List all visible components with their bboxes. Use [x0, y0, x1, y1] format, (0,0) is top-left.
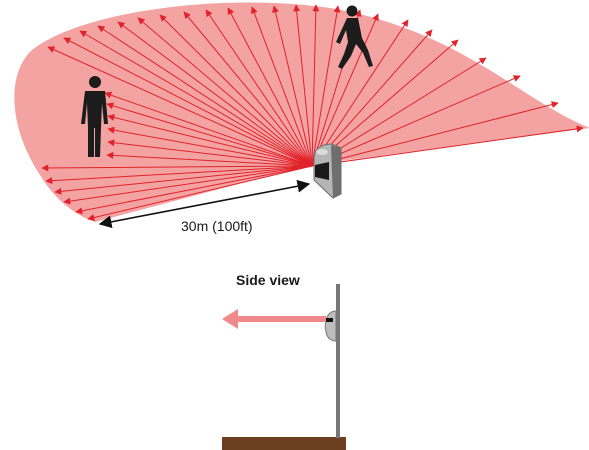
range-label: 30m (100ft)	[181, 218, 253, 234]
detection-beam	[293, 4, 313, 167]
detection-beam	[183, 11, 313, 167]
detection-beam	[117, 21, 313, 167]
detection-beam	[311, 39, 459, 167]
detection-beam	[107, 114, 313, 167]
detection-beam	[97, 25, 313, 167]
detection-beam	[106, 102, 313, 167]
detection-beam	[227, 7, 313, 167]
detection-beam	[311, 19, 409, 167]
side-view-beam	[222, 309, 326, 329]
detection-beam	[107, 126, 313, 167]
detection-beam	[47, 46, 313, 167]
motion-sensor-icon	[313, 143, 342, 199]
detection-beam	[137, 17, 313, 167]
detection-beam	[104, 91, 313, 167]
detection-beam	[79, 30, 313, 167]
detection-beam	[159, 14, 313, 167]
detection-beam	[107, 139, 313, 167]
standing-person-icon	[81, 76, 108, 157]
mounting-pole	[336, 284, 340, 438]
range-arrow	[98, 179, 311, 229]
detection-beam	[45, 165, 313, 185]
detection-beam	[272, 5, 313, 167]
detection-beam	[311, 29, 433, 167]
detection-beam	[41, 164, 313, 172]
ground	[222, 437, 346, 450]
walking-person-icon	[336, 5, 373, 69]
detection-beam	[63, 37, 313, 167]
detection-beam	[311, 75, 521, 167]
detection-beam	[205, 9, 313, 167]
detection-beam	[250, 6, 313, 167]
detection-beams	[41, 4, 584, 221]
detection-beam	[311, 4, 320, 167]
side-view-label: Side view	[236, 272, 300, 288]
side-view-sensor-icon	[324, 310, 337, 342]
detection-beam	[54, 165, 313, 195]
detection-beam	[106, 151, 313, 167]
detection-beam	[311, 125, 584, 167]
detection-beam	[311, 101, 559, 167]
detection-beam	[311, 13, 379, 167]
detection-beam	[311, 5, 341, 167]
